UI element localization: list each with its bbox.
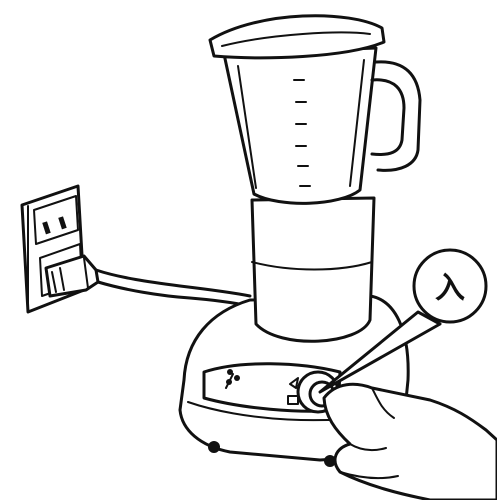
blender-jar [224,48,420,203]
plug-icon [46,256,250,306]
motor-housing [252,198,374,341]
hand-pressing-dial [324,384,497,500]
callout-label: 入 [435,271,465,306]
